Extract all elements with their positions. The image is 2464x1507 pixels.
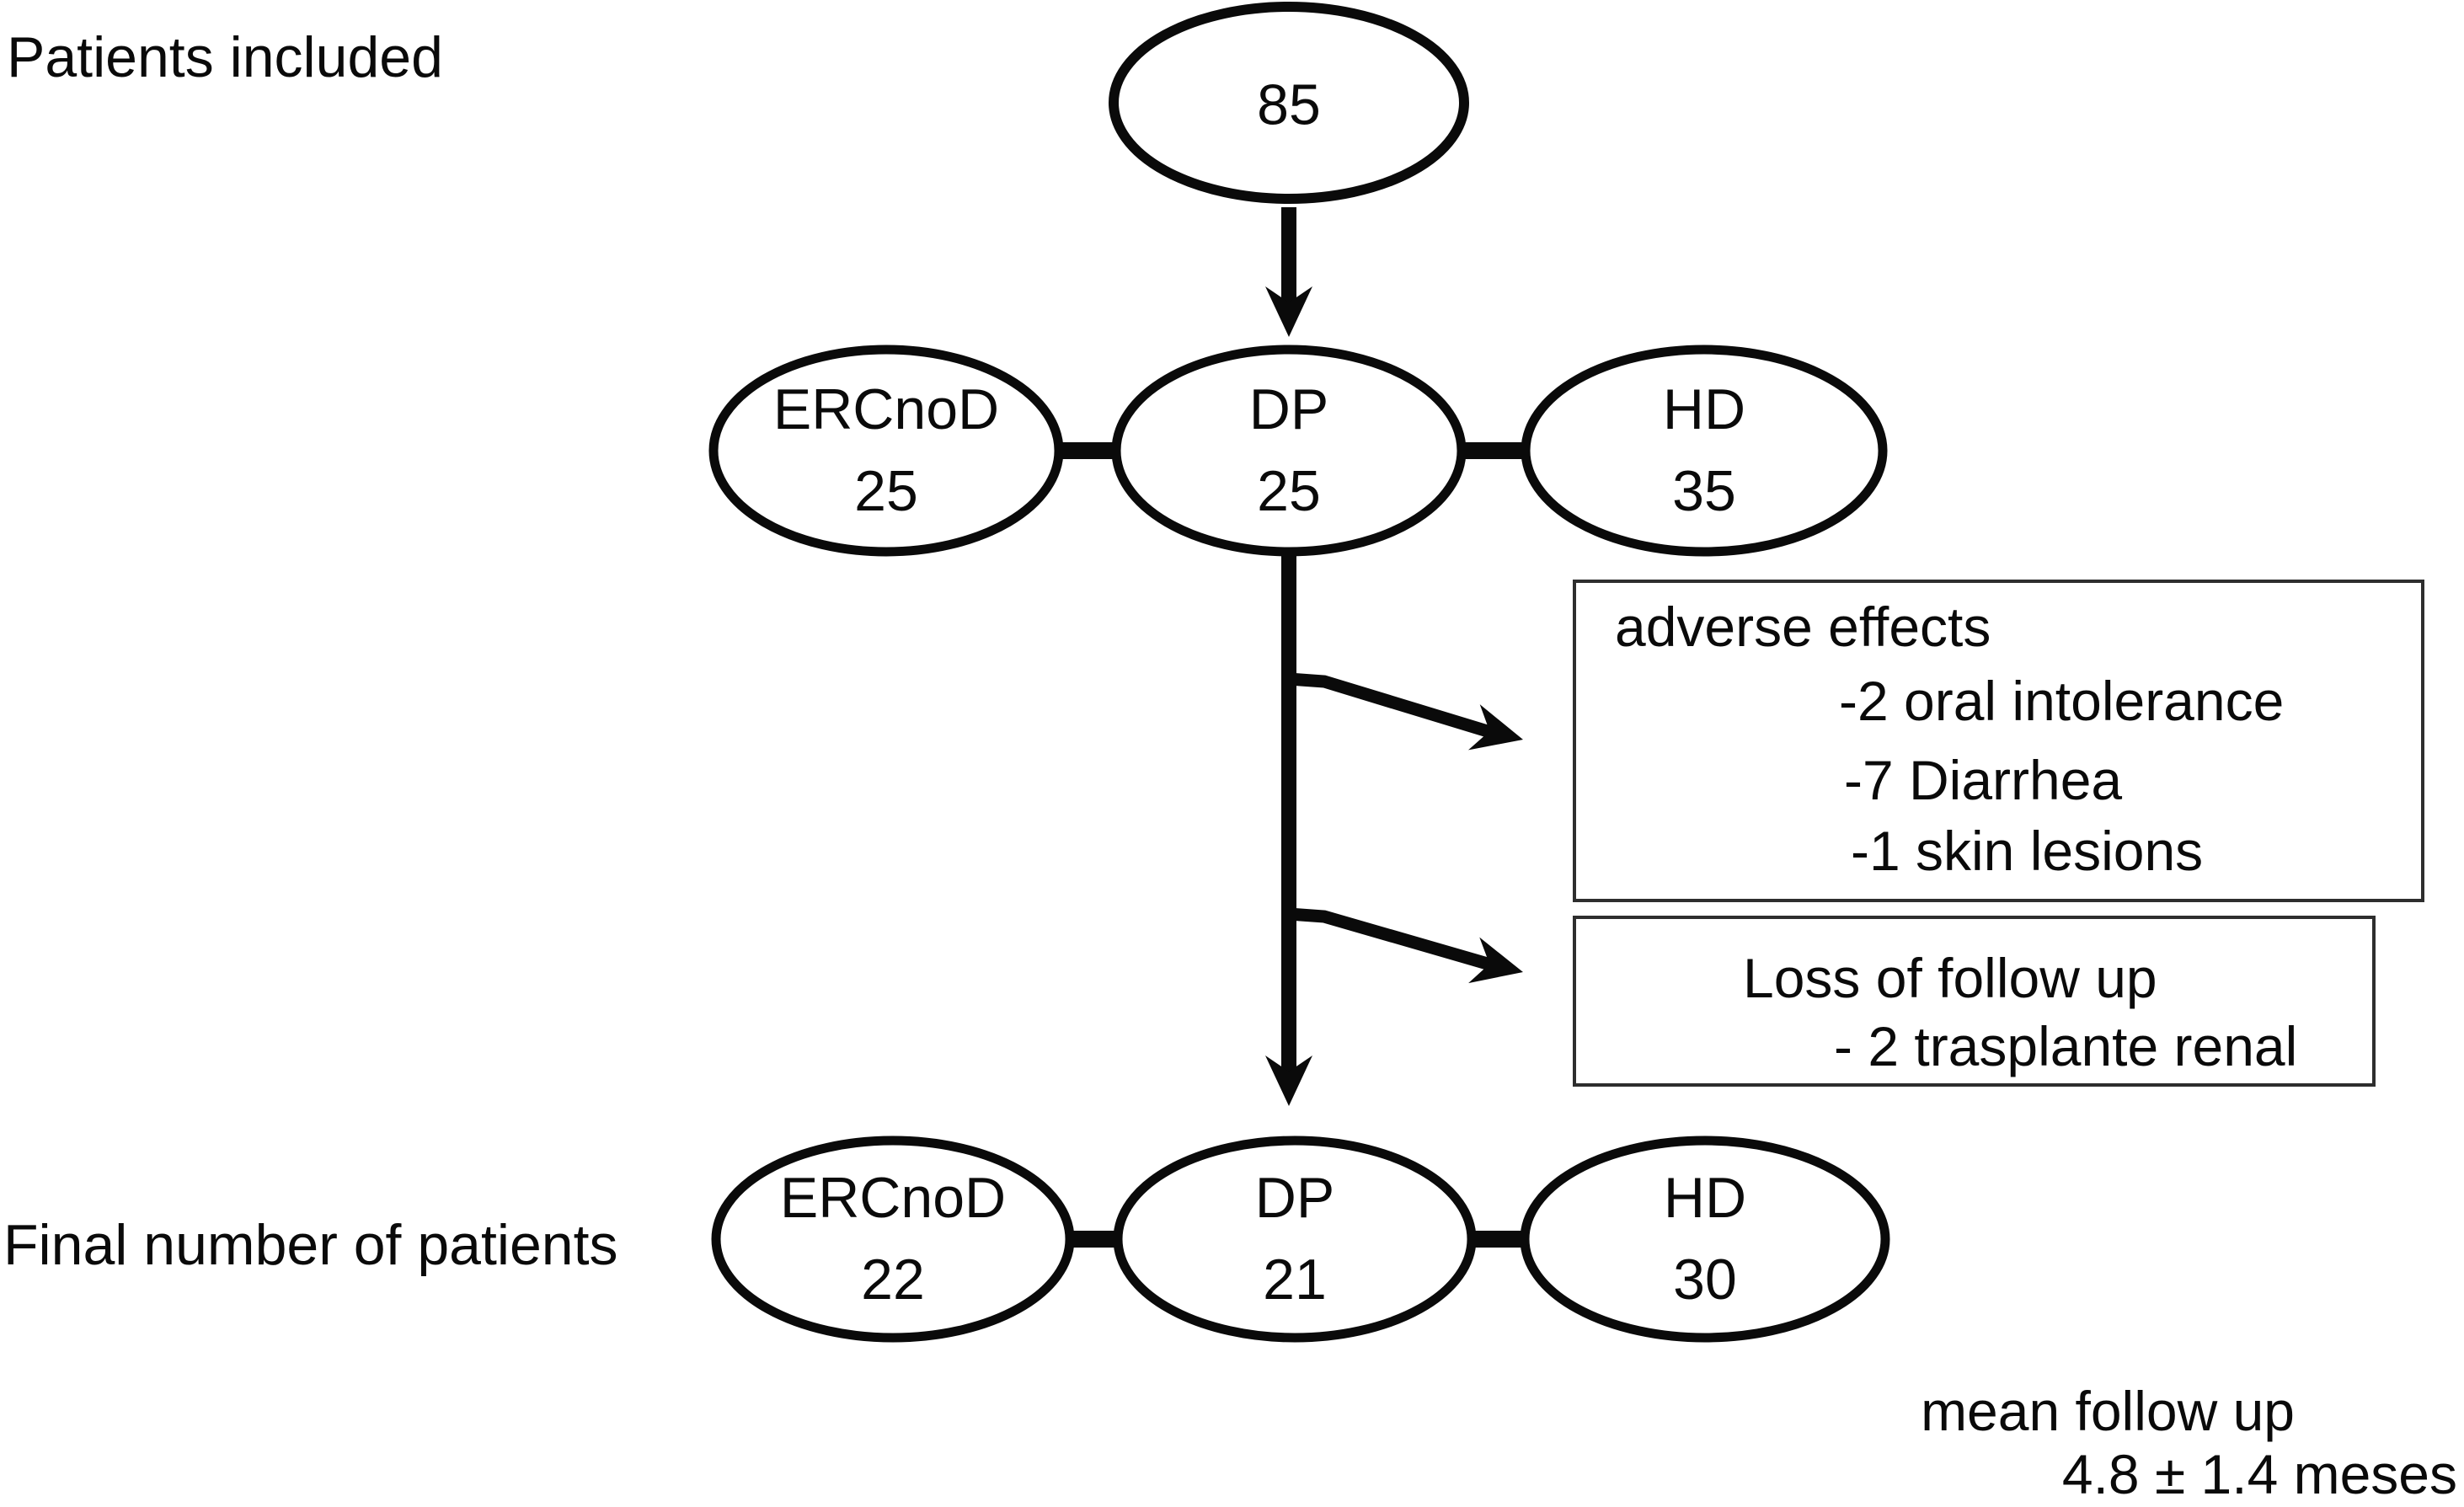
node-label-total: 85 [1257,65,1321,147]
node-initial-hd-count: 35 [1672,459,1736,523]
node-initial-ercnod-name: ERCnoD [772,377,1000,441]
arrow-dp-head [1265,1055,1312,1106]
node-label-initial-hd: HD 35 [1663,369,1745,532]
arrow-loss-shaft [1288,907,1493,971]
node-final-hd-count: 30 [1673,1248,1737,1312]
node-initial-hd [1521,345,1888,557]
node-initial-dp [1111,345,1467,557]
node-total-count: 85 [1257,72,1321,137]
node-final-hd [1520,1136,1890,1343]
arrow-adverse-head [1467,704,1523,751]
arrow-loss-head [1468,937,1523,984]
loss-follow-up-box: Loss of follow up - 2 trasplante renal [1573,916,2376,1087]
node-label-final-ercnod: ERCnoD 22 [780,1157,1006,1321]
node-final-ercnod-name: ERCnoD [779,1166,1007,1230]
arrow-total-head [1265,286,1312,337]
adverse-effects-title: adverse effects [1615,596,1991,658]
node-initial-dp-name: DP [1248,377,1329,441]
arrow-branch-loss [1288,907,1523,984]
mean-follow-up-label: mean follow up [1921,1380,2295,1442]
adverse-item-diarrhea: -7 Diarrhea [1844,749,2123,811]
node-included-total [1109,2,1469,204]
node-final-dp [1113,1136,1477,1343]
node-label-final-hd: HD 30 [1664,1157,1746,1321]
node-initial-ercnod [708,345,1064,557]
arrow-dp-to-final [1265,546,1312,1106]
node-final-hd-name: HD [1663,1166,1747,1230]
adverse-effects-box: adverse effects -2 oral intolerance -7 D… [1573,580,2424,902]
final-number-label: Final number of patients [3,1213,618,1277]
node-label-initial-ercnod: ERCnoD 25 [773,369,999,532]
node-final-ercnod [711,1136,1075,1343]
node-final-ercnod-count: 22 [861,1248,925,1312]
patients-included-label: Patients included [7,25,443,89]
adverse-item-skin-lesions: -1 skin lesions [1851,820,2204,882]
node-initial-dp-count: 25 [1257,459,1321,523]
arrow-total-to-groups [1265,207,1312,337]
node-label-initial-dp: DP 25 [1249,369,1328,532]
node-initial-ercnod-count: 25 [854,459,918,523]
mean-follow-up-value: 4.8 ± 1.4 meses [2061,1443,2457,1505]
adverse-item-oral-intolerance: -2 oral intolerance [1839,670,2285,732]
arrow-adverse-shaft [1288,672,1493,739]
node-final-dp-count: 21 [1263,1248,1327,1312]
node-label-final-dp: DP 21 [1255,1157,1334,1321]
loss-item-trasplante-renal: - 2 trasplante renal [1834,1015,2298,1077]
loss-follow-up-title: Loss of follow up [1743,947,2157,1009]
arrow-branch-adverse [1288,672,1523,751]
node-initial-hd-name: HD [1662,377,1746,441]
node-final-dp-name: DP [1254,1166,1335,1230]
